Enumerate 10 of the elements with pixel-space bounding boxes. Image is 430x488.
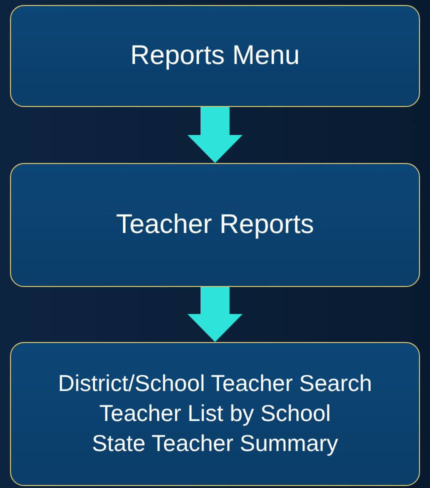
process-box	[10, 163, 420, 287]
box-label: Teacher Reports	[116, 208, 314, 242]
arrow	[188, 287, 242, 342]
process-box	[10, 5, 420, 107]
arrow	[188, 107, 242, 163]
box-label: District/School Teacher Search	[58, 369, 372, 398]
box-label: Teacher List by School	[99, 399, 331, 428]
process-box	[10, 342, 420, 486]
box-label: State Teacher Summary	[92, 428, 338, 458]
box-label: Reports Menu	[130, 39, 300, 72]
